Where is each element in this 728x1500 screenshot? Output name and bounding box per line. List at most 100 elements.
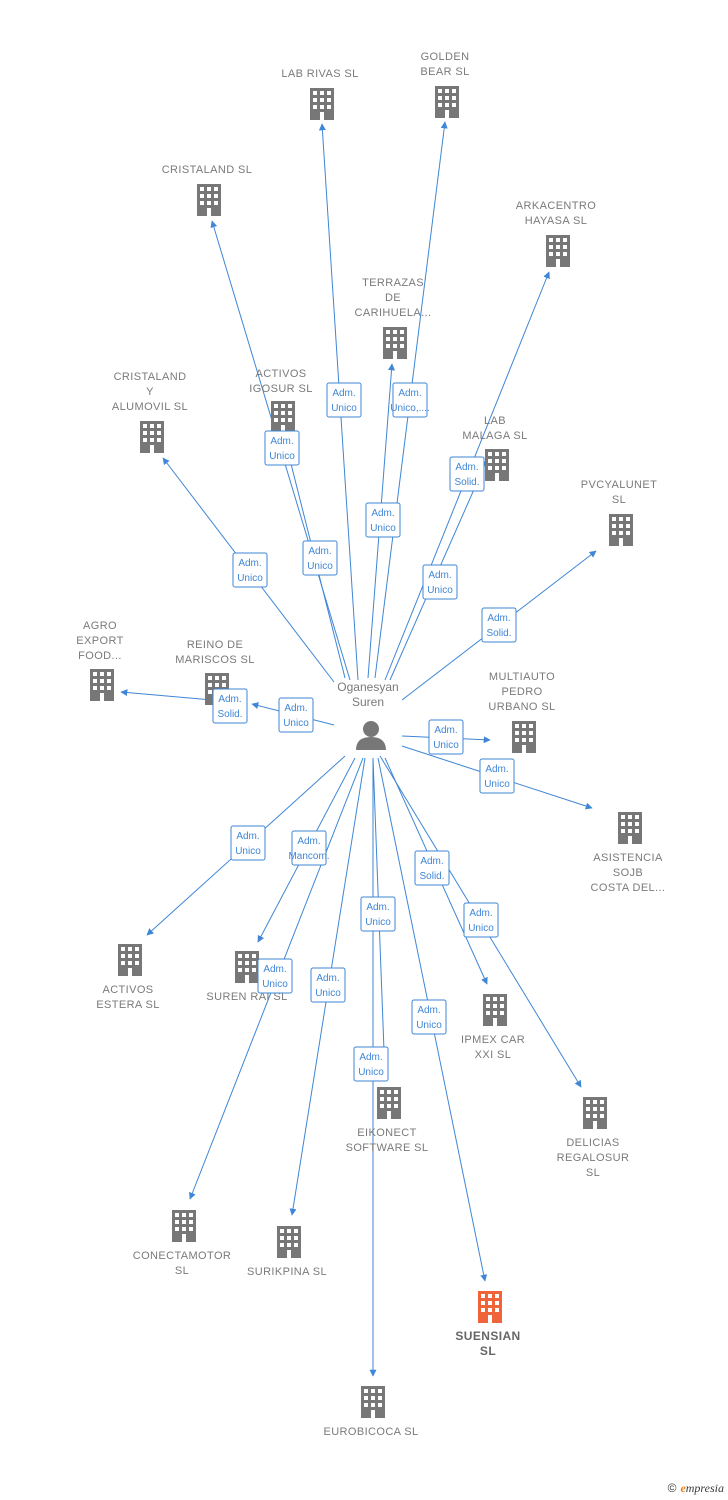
edge-label-box bbox=[326, 382, 362, 418]
edge-label-cristaland-alumovil[interactable]: Adm.Unico bbox=[232, 552, 268, 588]
edge-label-box bbox=[310, 967, 346, 1003]
company-name-line: ACTIVOS bbox=[255, 368, 306, 380]
company-name-line: CARIHUELA... bbox=[355, 307, 432, 319]
brand-footer[interactable]: ©empresia bbox=[668, 1481, 724, 1496]
role-text: Adm. bbox=[238, 558, 261, 569]
edge-label-box bbox=[414, 850, 450, 886]
edge-label-ipmex[interactable]: Adm. Solid. bbox=[414, 850, 450, 886]
edge-label-lab-rivas[interactable]: Adm.Unico bbox=[326, 382, 362, 418]
building-icon bbox=[546, 235, 570, 267]
edge-label-box bbox=[278, 697, 314, 733]
edge-label-box bbox=[230, 825, 266, 861]
building-icon bbox=[310, 88, 334, 120]
edge-label-golden-bear[interactable]: Adm.Unico,.... bbox=[390, 382, 430, 418]
company-name-line: MULTIAUTO bbox=[489, 671, 555, 683]
company-name-line: MALAGA SL bbox=[462, 430, 527, 442]
role-text: Unico bbox=[468, 923, 494, 934]
role-text: Unico bbox=[269, 451, 295, 462]
company-name-line: AGRO bbox=[83, 620, 117, 632]
person-icon bbox=[356, 721, 386, 750]
edge-label-eikonect[interactable]: Adm.Unico bbox=[360, 896, 396, 932]
company-name-line: CRISTALAND bbox=[114, 371, 187, 383]
company-node-suren-rai[interactable]: SUREN RAI SL bbox=[206, 951, 287, 1003]
company-name-line: ARKACENTRO bbox=[516, 200, 596, 212]
edge-label-lab-malaga[interactable]: Adm.Unico bbox=[422, 564, 458, 600]
role-text: Solid. bbox=[486, 628, 511, 639]
edge-label-cristaland[interactable]: Adm.Unico bbox=[264, 430, 300, 466]
center-person-node[interactable]: Oganesyan Suren bbox=[337, 680, 399, 750]
role-text: Adm. bbox=[308, 546, 331, 557]
edge-label-surikpina[interactable]: Adm.Unico bbox=[257, 958, 293, 994]
company-node-eurobicoca[interactable]: EUROBICOCA SL bbox=[323, 1386, 418, 1438]
edge-label-box bbox=[302, 540, 338, 576]
role-text: Adm. bbox=[469, 908, 492, 919]
company-name-line: DE bbox=[385, 292, 401, 304]
edge-label-suensian[interactable]: Adm.Unico bbox=[411, 999, 447, 1035]
building-icon bbox=[140, 421, 164, 453]
company-name-line: EXPORT bbox=[76, 635, 123, 647]
edge-label-activos-igosur[interactable]: Adm. Unico bbox=[302, 540, 338, 576]
company-node-agro-export[interactable]: AGROEXPORTFOOD... bbox=[76, 620, 123, 701]
edge-label-eurobicoca[interactable]: Adm.Unico bbox=[353, 1046, 389, 1082]
edge-label-box bbox=[291, 830, 327, 866]
edge-label-box bbox=[360, 896, 396, 932]
company-node-cristaland[interactable]: CRISTALAND SL bbox=[162, 164, 253, 216]
building-icon bbox=[583, 1097, 607, 1129]
company-name-line: EIKONECT bbox=[357, 1127, 416, 1139]
company-name-line: HAYASA SL bbox=[525, 215, 588, 227]
edge-agro-export bbox=[120, 689, 213, 701]
company-name-line: SOJB bbox=[613, 867, 643, 879]
role-text: Unico bbox=[427, 585, 453, 596]
role-text: Solid. bbox=[419, 871, 444, 882]
company-name-line: MARISCOS SL bbox=[175, 654, 255, 666]
company-name-line: ALUMOVIL SL bbox=[112, 401, 188, 413]
company-name-line: BEAR SL bbox=[420, 66, 469, 78]
building-icon bbox=[197, 184, 221, 216]
role-text: Adm. bbox=[455, 462, 478, 473]
edge-label-multiauto[interactable]: Adm.Unico bbox=[428, 719, 464, 755]
edge-label-asistencia[interactable]: Adm.Unico bbox=[479, 758, 515, 794]
edge-label-conectamotor[interactable]: Adm.Unico bbox=[310, 967, 346, 1003]
role-text: Adm. bbox=[366, 902, 389, 913]
building-icon bbox=[361, 1386, 385, 1418]
edge-label-reino-mariscos[interactable]: Adm.Unico bbox=[278, 697, 314, 733]
role-text: Unico bbox=[358, 1067, 384, 1078]
edge-label-activos-estera[interactable]: Adm.Unico bbox=[230, 825, 266, 861]
edge-label-arkacentro[interactable]: Adm.Solid. bbox=[449, 456, 485, 492]
edge-label-box bbox=[232, 552, 268, 588]
edge-label-pvcyalunet[interactable]: Adm. Solid. bbox=[481, 607, 517, 643]
company-name-line: SUENSIAN bbox=[455, 1329, 520, 1343]
company-node-surikpina[interactable]: SURIKPINA SL bbox=[247, 1226, 327, 1278]
company-name-line: PVCYALUNET bbox=[581, 479, 658, 491]
company-node-terrazas[interactable]: TERRAZASDECARIHUELA... bbox=[355, 277, 432, 359]
role-text: Unico bbox=[484, 779, 510, 790]
role-text: Adm. bbox=[487, 613, 510, 624]
role-text: Adm. bbox=[316, 973, 339, 984]
company-node-lab-rivas[interactable]: LAB RIVAS SL bbox=[281, 68, 358, 120]
edge-label-box bbox=[449, 456, 485, 492]
edge-label-terrazas[interactable]: Adm.Unico bbox=[365, 502, 401, 538]
edge-labels-layer: Adm.UnicoAdm.Unico,....Adm.UnicoAdm.Soli… bbox=[212, 382, 517, 1082]
company-name-line: PEDRO bbox=[501, 686, 542, 698]
company-node-arkacentro[interactable]: ARKACENTRO HAYASA SL bbox=[516, 200, 596, 267]
company-name-line: CONECTAMOTOR bbox=[133, 1250, 232, 1262]
edge-label-delicias[interactable]: Adm. Unico bbox=[463, 902, 499, 938]
role-text: Adm. bbox=[420, 856, 443, 867]
edge-label-agro-export[interactable]: Adm.Solid. bbox=[212, 688, 248, 724]
edge-label-suren-rai[interactable]: Adm.Mancom. bbox=[288, 830, 330, 866]
role-text: Unico bbox=[307, 561, 333, 572]
